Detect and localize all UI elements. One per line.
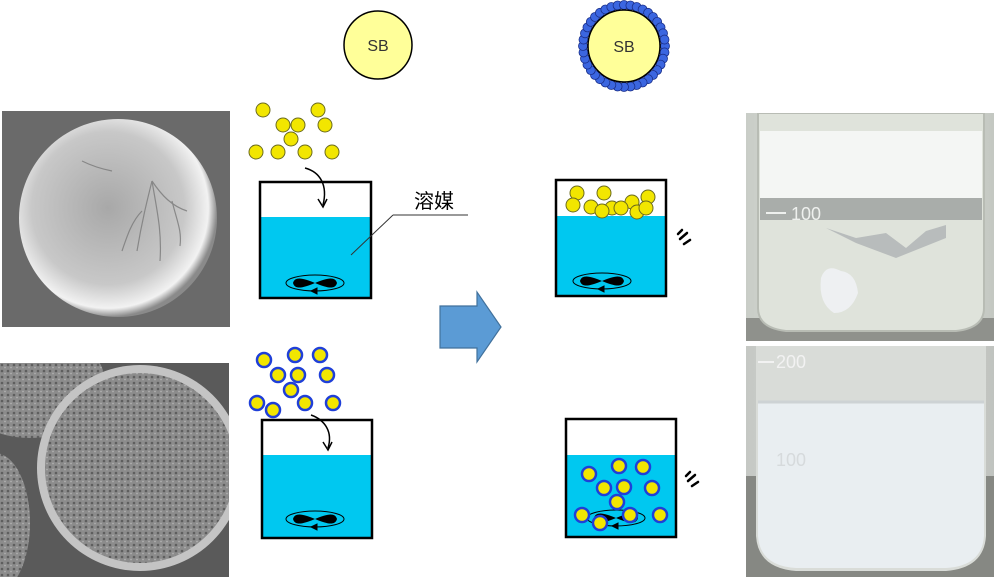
stirrer-icon	[285, 274, 345, 295]
uncoated-particle	[324, 144, 340, 160]
uncoated-particle	[270, 144, 286, 160]
dispersed-particle	[615, 478, 633, 496]
uncoated-particle	[255, 102, 271, 118]
sem-image-coated	[0, 363, 229, 577]
coated-particle	[255, 351, 273, 369]
uncoated-particle-legend: SB	[343, 10, 413, 80]
uncoated-particle	[275, 117, 291, 133]
uncoated-particle	[310, 102, 326, 118]
coated-particle	[289, 366, 307, 384]
dispersed-particle	[608, 493, 626, 511]
beaker-top-after	[554, 178, 692, 298]
sem-coated-graphic	[0, 363, 229, 577]
coating-dot	[659, 34, 670, 45]
sem-uncoated-graphic	[2, 111, 230, 327]
beaker-graduation-100: 100	[791, 204, 821, 224]
milky-dispersion	[758, 401, 984, 568]
beaker-graduation-100: 100	[776, 450, 806, 470]
floating-particle	[594, 203, 610, 219]
beaker-graduation-200: 200	[776, 352, 806, 372]
sb-particle-uncoated	[343, 10, 413, 80]
coated-particle	[269, 366, 287, 384]
floating-particle	[596, 185, 612, 201]
sem-particle-smooth	[19, 119, 217, 317]
dispersed-particle	[580, 465, 598, 483]
coated-particles-falling	[248, 346, 342, 419]
beaker-outline	[554, 178, 668, 298]
dispersed-particle	[651, 506, 669, 524]
floating-particle	[613, 200, 629, 216]
stirrer-icon	[285, 510, 345, 531]
vibration-icon	[684, 470, 700, 488]
beaker-bottom-before	[260, 414, 374, 540]
vibration-icon	[676, 228, 692, 246]
dispersed-particle	[634, 458, 652, 476]
beaker-outline	[258, 180, 373, 300]
coated-particle	[248, 394, 266, 412]
dispersed-particle	[591, 514, 609, 532]
uncoated-particle	[290, 117, 306, 133]
sunken-powder-lump	[820, 268, 858, 313]
floating-particle	[638, 200, 654, 216]
solvent-leader-line	[350, 214, 394, 256]
coated-particle-legend: SB	[578, 0, 670, 92]
process-arrow-icon	[439, 290, 502, 364]
coated-particle	[296, 394, 314, 412]
coated-particle	[286, 346, 304, 364]
dispersed-particle	[643, 479, 661, 497]
photo-beaker-floating: 100	[746, 113, 994, 341]
uncoated-particle	[248, 144, 264, 160]
coated-particle	[264, 401, 282, 419]
uncoated-particle	[283, 131, 299, 147]
solvent-label: 溶媒	[414, 189, 454, 213]
photo-dispersed-graphic: 200 100	[746, 346, 994, 577]
uncoated-particles-falling	[248, 102, 340, 160]
beaker-bottom-after	[564, 417, 700, 539]
stirrer-icon	[572, 272, 632, 293]
drop-arrow-icon	[304, 167, 326, 206]
uncoated-particle	[297, 144, 313, 160]
coated-particle	[318, 366, 336, 384]
uncoated-particle	[317, 117, 333, 133]
coated-particle	[324, 394, 342, 412]
dispersed-particle	[621, 506, 639, 524]
coated-particle	[311, 346, 329, 364]
solvent-fill	[260, 217, 371, 298]
dispersed-particles	[573, 457, 669, 532]
floating-particles	[565, 185, 656, 220]
coated-particle	[282, 381, 300, 399]
photo-beaker-dispersed: 200 100	[746, 346, 994, 577]
sem-neighbor-particle	[0, 453, 30, 577]
beaker-outline	[564, 417, 678, 539]
drop-arrowhead-icon	[322, 441, 333, 452]
coating-shell	[578, 0, 670, 92]
photo-floating-graphic: 100	[746, 113, 994, 341]
sb-label-coated: SB	[613, 39, 634, 56]
sem-particle-textured	[45, 373, 229, 563]
dispersed-particle	[610, 457, 628, 475]
sem-image-uncoated	[2, 111, 230, 327]
dispersed-particle	[573, 506, 591, 524]
drop-arrowhead-icon	[317, 198, 328, 209]
drop-arrow-icon	[310, 414, 331, 449]
floating-particle	[565, 197, 581, 213]
beaker-top-before: 溶媒	[258, 167, 468, 300]
sb-particle-coated	[587, 9, 661, 83]
beaker-outline	[260, 418, 374, 540]
sb-label-uncoated: SB	[367, 38, 388, 55]
floating-powder-layer	[760, 131, 982, 201]
dispersed-particle	[595, 479, 613, 497]
